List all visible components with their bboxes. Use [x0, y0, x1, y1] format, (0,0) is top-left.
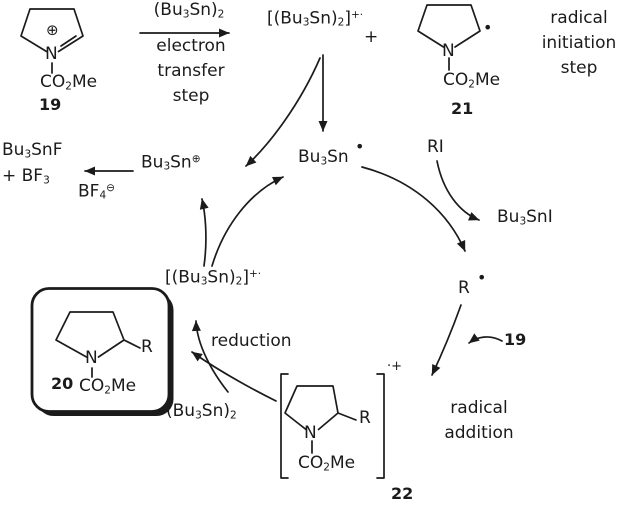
structure-22: [280, 373, 385, 479]
arrow-to-alkyl-radical: [361, 166, 466, 252]
r-bond: [123, 339, 141, 349]
tin-fluoride-product: Bu3SnF: [2, 140, 63, 161]
structure-19-ring: [20, 8, 84, 74]
adduct-charge: ·+: [387, 359, 403, 374]
compound-label-20: 20: [51, 374, 74, 393]
alkyl-radical: R: [458, 278, 470, 298]
addition-step-line2: addition: [444, 423, 514, 443]
adduct-r-group: R: [359, 408, 371, 428]
compound-label-22: 22: [391, 484, 414, 503]
arrow-regenerate-tin-radical: [211, 176, 284, 267]
reagent-distannane-top: (Bu3Sn)2: [153, 0, 225, 21]
arrow-iminium-feed: [468, 333, 503, 344]
aminyl-substituent: CO2Me: [443, 70, 501, 91]
tetrafluoroborate-counterion: BF4⊖: [78, 181, 115, 202]
left-bracket: [280, 373, 289, 479]
product-r-group: R: [141, 337, 153, 357]
compound-label-21: 21: [451, 99, 474, 118]
iminium-nitrogen: N: [45, 44, 58, 64]
aminyl-nitrogen: N: [442, 41, 455, 61]
step-label-line3: step: [172, 86, 210, 106]
adduct-nitrogen: N: [304, 423, 317, 443]
ring-bonds: [417, 4, 481, 48]
arrow-distannane-oxidation: [191, 320, 229, 393]
distannane-radical-cation-bottom: [(Bu3Sn)2]+·: [165, 267, 262, 288]
ring-bonds: [55, 311, 125, 358]
arrow-to-tin-cation: [245, 57, 321, 167]
step-name-line1: radical: [550, 8, 608, 28]
tin-iodide: Bu3SnI: [497, 207, 553, 228]
compound-label-19: 19: [39, 95, 62, 114]
iminium-feed-label: 19: [504, 330, 527, 349]
plus-sign: +: [364, 27, 379, 47]
distannane-radical-cation-top: [(Bu3Sn)2]+·: [267, 8, 364, 29]
tin-cation: Bu3Sn⊕: [141, 152, 201, 173]
adduct-substituent: CO2Me: [298, 453, 356, 474]
arrow-regenerate-tin-cation: [199, 198, 209, 267]
step-name-line2: initiation: [541, 33, 617, 53]
arrow-radical-addition: [431, 304, 462, 376]
r-bond: [337, 412, 357, 421]
tin-radical: Bu3Sn: [298, 147, 349, 168]
ring-bonds: [284, 385, 339, 431]
reagent-distannane-bottom: (Bu3Sn)2: [166, 401, 237, 422]
step-label-line1: electron: [156, 36, 226, 56]
radical-dot-r: •: [477, 268, 487, 287]
alkyl-iodide: RI: [427, 137, 444, 157]
radical-dot-21: •: [483, 18, 493, 37]
double-bond: [60, 35, 77, 47]
ring-bonds: [20, 8, 84, 53]
arrow-reduction-to-product: [191, 351, 277, 402]
reduction-label: reduction: [211, 331, 292, 351]
addition-step-line1: radical: [450, 398, 508, 418]
step-name-line3: step: [560, 58, 598, 78]
arrow-ri-to-tin-iodide: [436, 160, 480, 221]
product-substituent: CO2Me: [79, 376, 137, 397]
iminium-substituent: CO2Me: [40, 72, 98, 93]
step-label-line2: transfer: [157, 61, 225, 81]
right-bracket: [376, 373, 385, 479]
boron-trifluoride-product: + BF3: [2, 166, 50, 187]
product-nitrogen: N: [85, 348, 98, 368]
radical-dot-tin: •: [355, 137, 365, 156]
product-box: [30, 287, 174, 416]
structure-21-ring: [417, 4, 481, 71]
iminium-charge: ⊕: [46, 21, 59, 39]
